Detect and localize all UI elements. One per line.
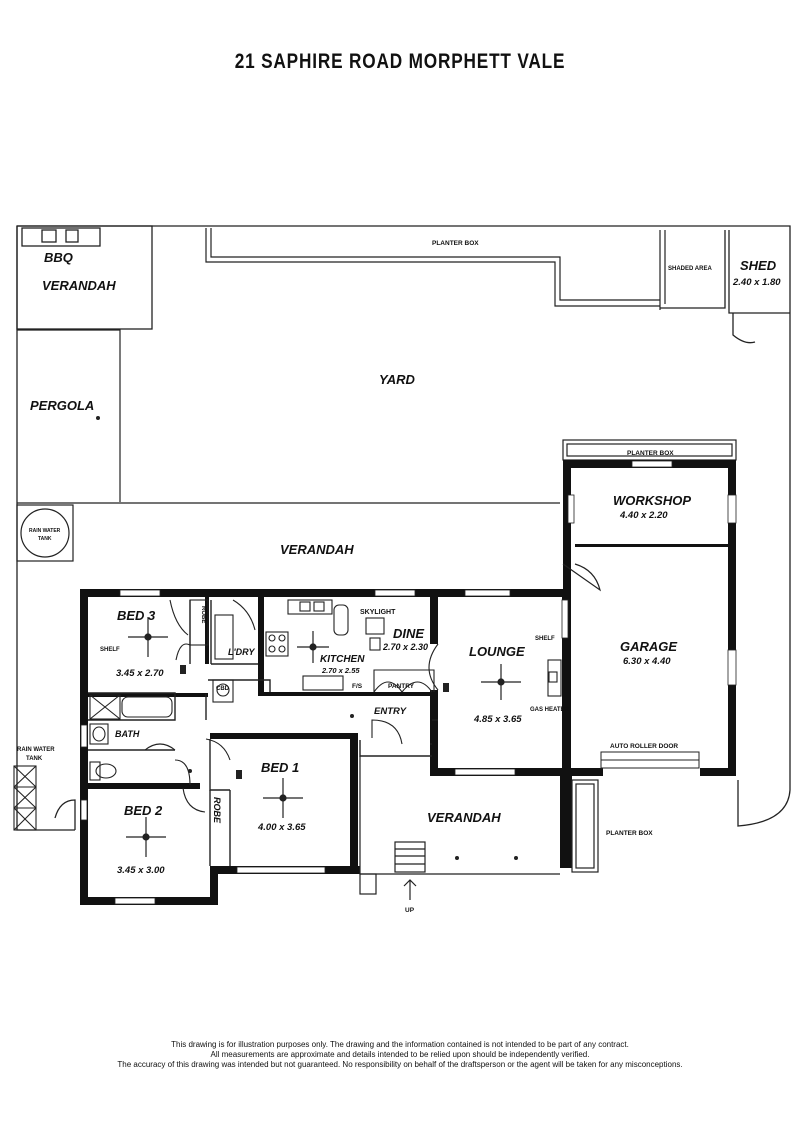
bbq-label: BBQ	[44, 250, 73, 265]
bed3-size: 3.45 x 2.70	[116, 668, 164, 679]
pergola-label: PERGOLA	[30, 398, 94, 413]
workshop-size: 4.40 x 2.20	[619, 510, 668, 521]
planter-box-top	[205, 228, 666, 310]
planter-box-front-label: PLANTER BOX	[606, 830, 653, 837]
fs-label: F/S	[352, 683, 363, 690]
workshop-label: WORKSHOP	[613, 493, 691, 508]
verandah-top-label: VERANDAH	[42, 278, 116, 293]
dine-label: DINE	[393, 626, 424, 641]
shelf-lounge-label: SHELF	[535, 636, 555, 642]
shed	[660, 230, 790, 344]
rain-water-tank-2-label-b: TANK	[26, 756, 43, 762]
kitchen-fixtures	[212, 599, 435, 703]
front-verandah	[359, 756, 560, 900]
verandah-mid-label: VERANDAH	[280, 542, 354, 557]
garage-size: 6.30 x 4.40	[623, 656, 671, 667]
windows	[80, 589, 569, 905]
plan-title: 21 SAPHIRE ROAD MORPHETT VALE	[234, 50, 566, 73]
shed-label: SHED	[740, 258, 777, 273]
bed3-robe	[169, 599, 209, 661]
pantry-label: PANTRY	[388, 683, 415, 690]
kitchen-label: KITCHEN	[320, 654, 365, 665]
bbq-verandah	[16, 225, 153, 330]
rain-water-tank-1-label: RAIN WATER	[29, 528, 61, 534]
disclaimer-line-3: The accuracy of this drawing was intende…	[117, 1060, 683, 1069]
shed-size: 2.40 x 1.80	[732, 277, 781, 288]
bed1-size: 4.00 x 3.65	[257, 822, 306, 833]
gas-heater-label: GAS HEATER	[530, 707, 570, 713]
robe-bed3-label: ROBE	[200, 606, 206, 623]
auto-roller-door	[600, 751, 700, 769]
bed1-label: BED 1	[261, 760, 299, 775]
yard-boundary	[16, 225, 791, 831]
rain-water-tank-1	[16, 504, 74, 562]
cbd-label: CBD	[216, 686, 230, 692]
rain-water-tank-2	[13, 765, 37, 831]
bed2-size: 3.45 x 3.00	[117, 865, 165, 876]
robe-bed2-label: ROBE	[212, 797, 222, 824]
planter-box-garage-label: PLANTER BOX	[627, 450, 674, 457]
dine-size: 2.70 x 2.30	[382, 642, 428, 652]
kitchen-size: 2.70 x 2.55	[321, 666, 360, 675]
lounge-size: 4.85 x 3.65	[473, 714, 522, 725]
entry-label: ENTRY	[374, 706, 408, 717]
lounge-label: LOUNGE	[469, 644, 525, 659]
disclaimer-line-1: This drawing is for illustration purpose…	[171, 1040, 629, 1049]
rain-water-tank-2-label: RAIN WATER	[17, 747, 55, 753]
bed3-label: BED 3	[117, 608, 156, 623]
skylight-label: SKYLIGHT	[360, 609, 396, 616]
bed2-label: BED 2	[124, 803, 163, 818]
pergola	[17, 329, 560, 504]
garage-label: GARAGE	[620, 639, 677, 654]
planter-box-top-label: PLANTER BOX	[432, 240, 479, 247]
disclaimer-line-2: All measurements are approximate and det…	[210, 1050, 590, 1059]
shelf-bed3-label: SHELF	[100, 647, 120, 653]
disclaimer: This drawing is for illustration purpose…	[30, 1040, 770, 1070]
up-label: UP	[405, 907, 415, 914]
shaded-area-label: SHADED AREA	[668, 266, 712, 272]
yard-label: YARD	[379, 372, 415, 387]
auto-roller-door-label: AUTO ROLLER DOOR	[610, 743, 678, 750]
bath-label: BATH	[115, 729, 140, 739]
ldry-label: L'DRY	[228, 647, 255, 657]
verandah-front-label: VERANDAH	[427, 810, 501, 825]
rain-water-tank-1-label-b: TANK	[38, 536, 52, 542]
bath-fixtures	[89, 694, 191, 786]
planter-box-front	[571, 779, 599, 873]
ceiling-fans	[126, 617, 521, 857]
